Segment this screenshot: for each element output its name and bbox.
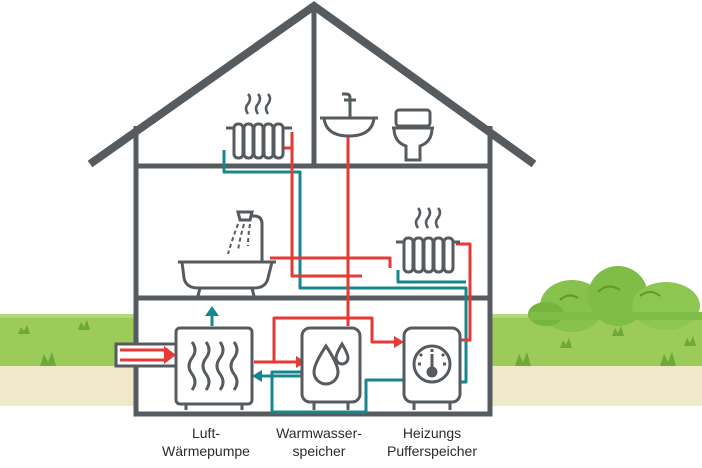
heat-wave xyxy=(215,341,225,391)
radiator-fin xyxy=(262,122,275,160)
hot-supply-mid-radiator xyxy=(456,242,472,342)
shower-water xyxy=(227,223,251,255)
outlet-arrow-head xyxy=(205,306,219,316)
heat-pump-label: Luft- Wärmepumpe xyxy=(146,424,266,460)
bush-detail xyxy=(559,285,661,301)
bathtub-foot xyxy=(196,287,202,297)
hot-bath-line xyxy=(270,256,392,268)
radiator-fin xyxy=(242,122,255,160)
hot-water-tank-label-line-2: speicher xyxy=(292,443,346,459)
water-drop-large xyxy=(312,343,340,386)
sink-icon xyxy=(320,92,378,138)
hot-arrow-head-buffer xyxy=(394,336,404,348)
radiator-fin xyxy=(442,236,455,274)
cold-link-tanks xyxy=(270,370,404,414)
thermometer-gauge-icon xyxy=(402,326,462,410)
bushes xyxy=(528,266,702,332)
heat-wave xyxy=(201,341,211,391)
buffer-tank-label-line-1: Heizungs xyxy=(402,425,462,441)
heat-pump-label-line-2: Wärmepumpe xyxy=(162,443,250,459)
soil-left xyxy=(0,366,136,406)
radiator-fin xyxy=(272,122,285,160)
radiator-icon xyxy=(226,93,292,160)
hot-water-tank-label: Warmwasser- speicher xyxy=(262,424,376,460)
steam xyxy=(244,93,272,115)
grass-tufts xyxy=(18,320,696,366)
heat-pump-body xyxy=(174,326,254,406)
toilet-icon xyxy=(392,108,434,162)
sink-basin xyxy=(322,116,376,138)
radiator-fin xyxy=(402,236,415,274)
faucet xyxy=(342,92,352,118)
air-inlet xyxy=(114,342,180,368)
shower-head xyxy=(236,210,254,222)
steam xyxy=(414,207,442,229)
roof xyxy=(87,1,537,168)
toilet-tank xyxy=(394,108,432,128)
grass-edge-left xyxy=(0,314,136,318)
cold-pipes xyxy=(205,150,468,414)
radiator-fin xyxy=(252,122,265,160)
bush-base xyxy=(530,312,702,320)
cold-arrow-head xyxy=(252,370,262,382)
gauge-ticks xyxy=(418,349,446,366)
hot-riser xyxy=(290,148,362,278)
heat-pump-icon xyxy=(174,326,254,410)
water-drops-icon xyxy=(300,326,362,410)
radiator-icon xyxy=(396,207,460,274)
radiator-fin xyxy=(432,236,445,274)
heat-wave xyxy=(187,341,197,391)
hot-pipes xyxy=(254,132,472,368)
heat-wave xyxy=(229,341,239,391)
cold-return-top-radiator xyxy=(222,150,468,384)
bathtub-icon xyxy=(178,210,276,297)
shower-pipe xyxy=(246,214,264,262)
heat-pump-label-line-1: Luft- xyxy=(191,425,220,441)
bush xyxy=(632,282,700,330)
buffer-tank-label: Heizungs Pufferspeicher xyxy=(372,424,492,460)
soil-right xyxy=(490,366,702,406)
toilet-bowl xyxy=(392,126,434,162)
buffer-tank-label-line-2: Pufferspeicher xyxy=(386,443,477,459)
radiator-fin xyxy=(422,236,435,274)
water-drop-small xyxy=(334,341,350,366)
air-arrow-head xyxy=(164,346,176,364)
grass-left xyxy=(0,316,136,366)
bathtub-foot xyxy=(250,287,256,297)
radiator-fin xyxy=(412,236,425,274)
house xyxy=(87,1,537,417)
cold-return-mid-radiator xyxy=(396,270,466,284)
radiator-fin xyxy=(232,122,245,160)
bathtub-body xyxy=(180,260,274,290)
hot-water-tank-label-line-1: Warmwasser- xyxy=(276,425,362,441)
